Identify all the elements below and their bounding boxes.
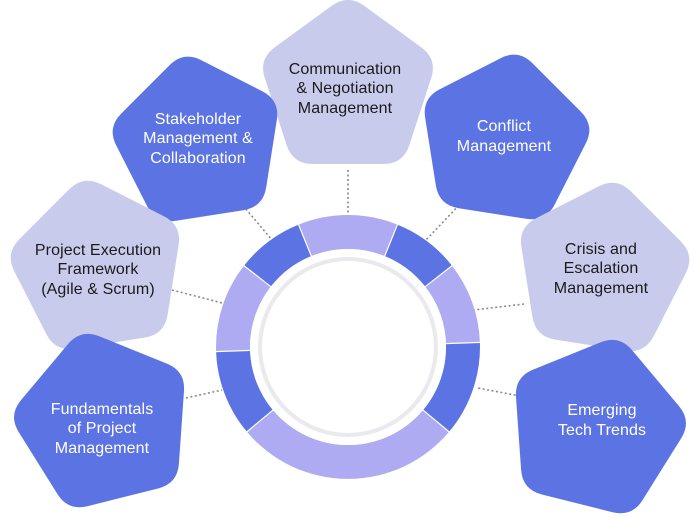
pentagon-conflict [424, 54, 590, 220]
pentagon-crisis [520, 182, 690, 352]
ring-separator-8 [242, 264, 272, 288]
pentagon-fundamentals [14, 333, 185, 508]
ring-segment-4 [423, 342, 480, 432]
pentagon-emerging [515, 339, 686, 514]
ring-segment-1 [298, 215, 398, 257]
ring-separator-4 [444, 341, 481, 345]
ring-separator-1 [297, 223, 313, 258]
connector-crisis [473, 303, 525, 311]
ring-segment-8 [244, 224, 312, 287]
connector-emerging [477, 387, 521, 397]
ring-center [262, 261, 434, 433]
pentagon-shapes [10, 0, 690, 514]
connector-stakeholder [239, 201, 273, 241]
ring-segment-5 [246, 410, 450, 479]
ring-segment-6 [216, 350, 273, 432]
connector-execution [171, 289, 227, 305]
ring-separator-7 [215, 349, 252, 353]
ring-segment-7 [216, 265, 271, 352]
ring-separator-2 [383, 223, 399, 258]
pentagon-communication [263, 0, 433, 164]
ring-separator-6 [245, 408, 275, 433]
ring-separator-3 [424, 264, 454, 288]
ring-separator-5 [421, 408, 451, 433]
ring-segment-3 [425, 265, 480, 344]
center-ring [215, 215, 481, 479]
pentagon-stakeholder [112, 56, 278, 222]
ring-segment-2 [384, 224, 452, 287]
connector-fundamentals [185, 389, 223, 399]
connector-lines [171, 170, 525, 399]
pentagon-execution [10, 180, 180, 350]
